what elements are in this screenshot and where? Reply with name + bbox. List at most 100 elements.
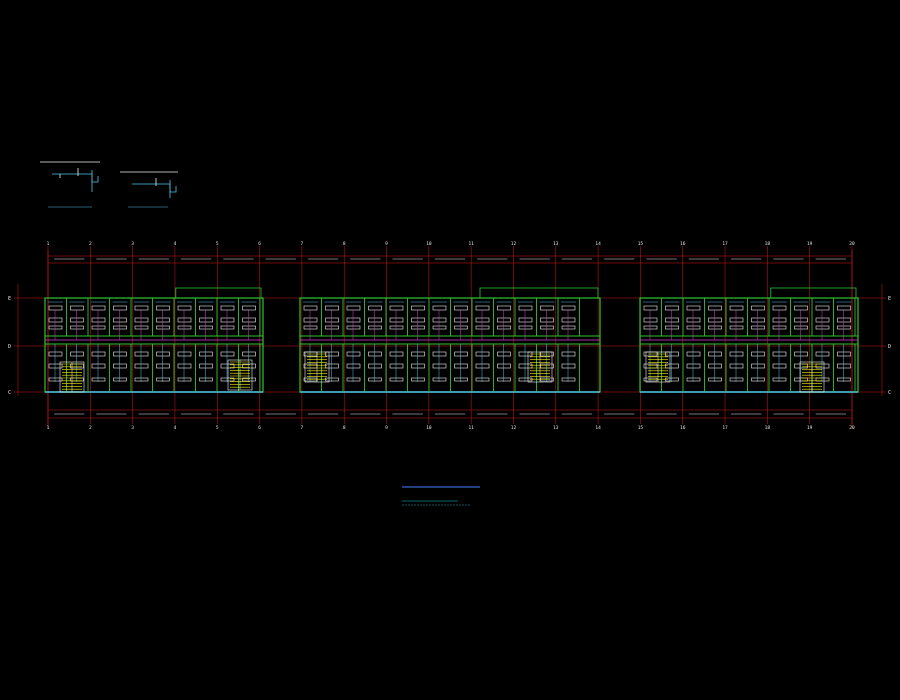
plumbing-fixture bbox=[156, 377, 170, 382]
plumbing-fixture bbox=[220, 363, 235, 369]
plumbing-fixture bbox=[346, 363, 361, 369]
plumbing-fixture bbox=[729, 317, 744, 323]
plumbing-fixture bbox=[113, 363, 127, 369]
axis-number-bottom: 17 bbox=[722, 425, 728, 431]
plumbing-fixture bbox=[837, 305, 851, 311]
plumbing-fixture bbox=[113, 305, 127, 311]
plumbing-fixture bbox=[325, 317, 339, 323]
detail-sketch-1 bbox=[40, 161, 100, 208]
plumbing-fixture bbox=[475, 351, 490, 357]
plumbing-fixture bbox=[134, 325, 149, 330]
axis-number-top: 10 bbox=[426, 241, 432, 247]
plumbing-fixture bbox=[815, 363, 830, 369]
axis-number-bottom: 9 bbox=[385, 425, 388, 431]
plumbing-fixture bbox=[815, 377, 830, 382]
plumbing-fixture bbox=[325, 325, 339, 330]
plumbing-fixture bbox=[475, 305, 490, 311]
plumbing-fixture bbox=[794, 325, 808, 330]
axis-number-bottom: 6 bbox=[258, 425, 261, 431]
plumbing-fixture bbox=[177, 351, 192, 357]
plumbing-fixture bbox=[48, 305, 63, 311]
plumbing-fixture bbox=[518, 317, 533, 323]
axis-number-top: 13 bbox=[553, 241, 559, 247]
axis-letter-right: E bbox=[888, 296, 891, 302]
plumbing-fixture bbox=[708, 377, 722, 382]
plumbing-fixture bbox=[497, 325, 511, 330]
plumbing-fixture bbox=[432, 363, 447, 369]
plumbing-fixture bbox=[708, 325, 722, 330]
plumbing-fixture bbox=[432, 377, 447, 382]
plumbing-fixture bbox=[177, 317, 192, 323]
plumbing-fixture bbox=[686, 317, 701, 323]
plumbing-fixture bbox=[389, 377, 404, 382]
plumbing-fixture bbox=[729, 325, 744, 330]
plumbing-fixture bbox=[751, 325, 765, 330]
plumbing-fixture bbox=[368, 317, 382, 323]
plumbing-fixture bbox=[346, 325, 361, 330]
plumbing-fixture bbox=[772, 363, 787, 369]
plumbing-fixture bbox=[815, 305, 830, 311]
plumbing-fixture bbox=[346, 305, 361, 311]
plumbing-fixture bbox=[561, 363, 576, 369]
plumbing-fixture bbox=[48, 377, 63, 382]
plumbing-fixture bbox=[156, 351, 170, 357]
axis-number-bottom: 1 bbox=[47, 425, 50, 431]
axis-number-bottom: 16 bbox=[680, 425, 686, 431]
axis-number-bottom: 4 bbox=[174, 425, 177, 431]
plumbing-fixture bbox=[242, 305, 256, 311]
axis-number-top: 3 bbox=[131, 241, 134, 247]
plumbing-fixture bbox=[48, 363, 63, 369]
plumbing-fixture bbox=[772, 317, 787, 323]
axis-number-top: 17 bbox=[722, 241, 728, 247]
axis-number-bottom: 11 bbox=[468, 425, 474, 431]
axis-number-top: 18 bbox=[765, 241, 771, 247]
plumbing-fixture bbox=[91, 377, 106, 382]
plumbing-fixture bbox=[113, 351, 127, 357]
plumbing-fixture bbox=[475, 363, 490, 369]
plumbing-fixture bbox=[242, 363, 256, 369]
upper-room bbox=[479, 287, 599, 299]
axis-letter-left: D bbox=[8, 344, 11, 350]
plumbing-fixture bbox=[772, 377, 787, 382]
plumbing-fixture bbox=[242, 325, 256, 330]
plumbing-fixture bbox=[389, 325, 404, 330]
plumbing-fixture bbox=[561, 351, 576, 357]
plumbing-fixture bbox=[156, 317, 170, 323]
plumbing-fixture bbox=[540, 325, 554, 330]
plumbing-fixture bbox=[561, 325, 576, 330]
plumbing-fixture bbox=[91, 317, 106, 323]
plumbing-fixture bbox=[432, 305, 447, 311]
plumbing-fixture bbox=[643, 317, 658, 323]
plumbing-fixture bbox=[389, 305, 404, 311]
plumbing-fixture bbox=[475, 325, 490, 330]
stairwell bbox=[304, 351, 330, 383]
upper-room bbox=[770, 287, 857, 299]
axis-number-top: 20 bbox=[849, 241, 855, 247]
plumbing-fixture bbox=[686, 377, 701, 382]
building-wing bbox=[299, 287, 601, 393]
plumbing-fixture bbox=[561, 305, 576, 311]
axis-letter-right: C bbox=[888, 390, 891, 396]
plumbing-fixture bbox=[708, 305, 722, 311]
plumbing-fixture bbox=[665, 305, 679, 311]
plumbing-fixture bbox=[497, 351, 511, 357]
plumbing-fixture bbox=[113, 377, 127, 382]
plumbing-fixture bbox=[432, 351, 447, 357]
plumbing-fixture bbox=[220, 351, 235, 357]
plumbing-fixture bbox=[518, 363, 533, 369]
plumbing-fixture bbox=[91, 305, 106, 311]
axis-number-top: 12 bbox=[511, 241, 517, 247]
plumbing-fixture bbox=[518, 325, 533, 330]
axis-number-bottom: 20 bbox=[849, 425, 855, 431]
plumbing-fixture bbox=[540, 305, 554, 311]
axis-number-bottom: 19 bbox=[807, 425, 813, 431]
plumbing-fixture bbox=[454, 325, 468, 330]
plumbing-fixture bbox=[156, 305, 170, 311]
plumbing-fixture bbox=[411, 325, 425, 330]
plumbing-fixture bbox=[815, 351, 830, 357]
plumbing-fixture bbox=[220, 325, 235, 330]
plumbing-fixture bbox=[242, 351, 256, 357]
upper-room bbox=[175, 287, 262, 299]
plumbing-fixture bbox=[199, 377, 213, 382]
